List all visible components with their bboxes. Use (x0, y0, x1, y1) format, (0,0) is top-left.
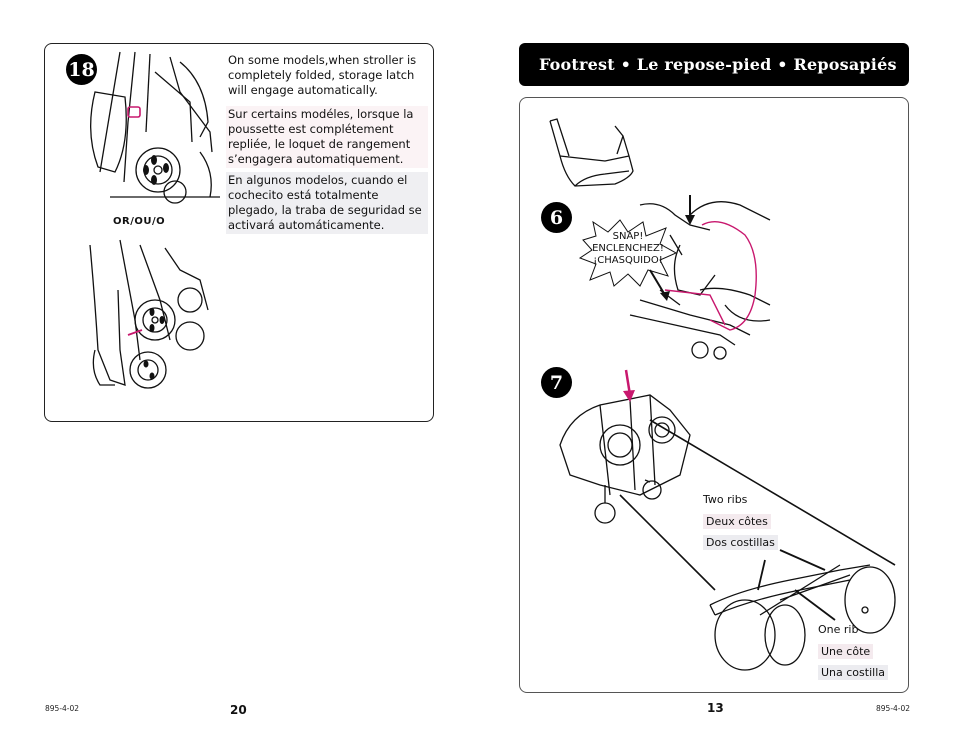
folded-stroller-illustration-bottom (89, 239, 209, 389)
snap-text: SNAP! ENCLENCHEZ! ¡CHASQUIDO! (584, 231, 672, 267)
right-doc-code: 895-4-02 (876, 704, 911, 713)
left-page-number: 20 (230, 703, 247, 717)
two-ribs-es: Dos costillas (703, 535, 778, 550)
step-6-number: 6 (549, 206, 564, 229)
instruction-spanish: En algunos modelos, cuando el cochecito … (226, 172, 428, 234)
snap-starburst-icon (578, 219, 678, 287)
right-step-panel (519, 97, 909, 693)
section-title: Footrest • Le repose-pied • Reposapiés (539, 55, 897, 74)
footrest-attach-illustration (629, 195, 771, 360)
left-step-panel (44, 43, 434, 422)
step-7-badge: 7 (541, 367, 572, 398)
one-rib-en: One rib (818, 623, 859, 636)
stroller-rib-illustration (559, 369, 896, 671)
one-rib-fr: Une côte (818, 644, 874, 659)
step-7-number: 7 (549, 371, 564, 394)
instruction-french: Sur certains modéles, lorsque la pousset… (226, 106, 428, 168)
step-18-number: 18 (68, 58, 95, 81)
left-doc-code: 895-4-02 (45, 704, 80, 713)
step-18-badge: 18 (66, 54, 97, 85)
folded-stroller-illustration-top (90, 51, 220, 204)
or-label: OR/OU/O (113, 216, 166, 227)
right-page-number: 13 (707, 701, 724, 715)
section-header: Footrest • Le repose-pied • Reposapiés (519, 43, 909, 86)
two-ribs-en: Two ribs (703, 493, 748, 506)
snap-text-fr: ENCLENCHEZ! (592, 243, 664, 254)
footrest-part-illustration (549, 118, 634, 187)
one-rib-es: Una costilla (818, 665, 888, 680)
step-6-badge: 6 (541, 202, 572, 233)
two-ribs-fr: Deux côtes (703, 514, 771, 529)
snap-text-es: ¡CHASQUIDO! (593, 255, 663, 266)
snap-text-en: SNAP! (612, 231, 644, 242)
instruction-english: On some models,when stroller is complete… (228, 53, 417, 97)
